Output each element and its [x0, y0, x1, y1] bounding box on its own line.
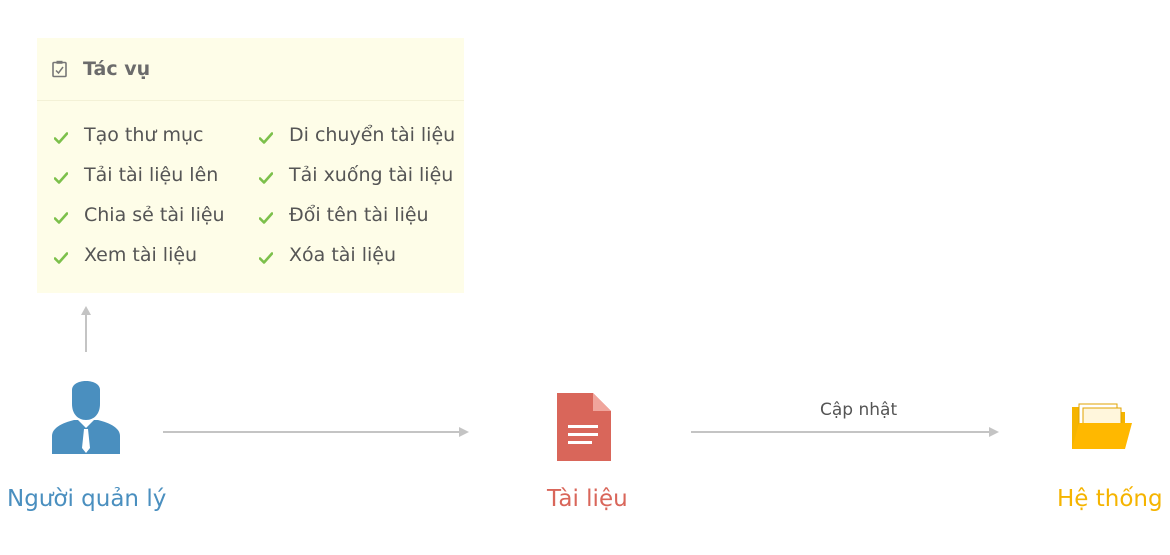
manager-to-tasks-arrow [81, 306, 91, 352]
document-icon [557, 393, 611, 465]
clipboard-icon [52, 60, 68, 82]
document-to-system-arrow [691, 427, 999, 437]
checkmark-icon [53, 209, 69, 228]
task-item-label: Chia sẻ tài liệu [84, 204, 225, 226]
task-item-label: Tải xuống tài liệu [289, 164, 454, 186]
task-item-label: Xóa tài liệu [289, 244, 397, 266]
checkmark-icon [53, 129, 69, 148]
task-panel-header: Tác vụ [37, 38, 464, 101]
folder-icon [1071, 401, 1133, 455]
manager-to-document-arrow [163, 427, 469, 437]
document-label: Tài liệu [547, 486, 628, 512]
checkmark-icon [53, 169, 69, 188]
task-item-label: Xem tài liệu [84, 244, 198, 266]
checkmark-icon [258, 209, 274, 228]
task-item-label: Tạo thư mục [84, 124, 204, 146]
update-edge-label: Cập nhật [820, 400, 898, 420]
system-label: Hệ thống [1057, 486, 1163, 512]
checkmark-icon [258, 169, 274, 188]
task-item-label: Đổi tên tài liệu [289, 204, 429, 226]
manager-label: Người quản lý [7, 486, 167, 512]
manager-person-icon [52, 374, 120, 458]
task-item-label: Tải tài liệu lên [84, 164, 219, 186]
checkmark-icon [258, 249, 274, 268]
checkmark-icon [53, 249, 69, 268]
checkmark-icon [258, 129, 274, 148]
task-panel-title: Tác vụ [83, 58, 151, 80]
task-item-label: Di chuyển tài liệu [289, 124, 456, 146]
